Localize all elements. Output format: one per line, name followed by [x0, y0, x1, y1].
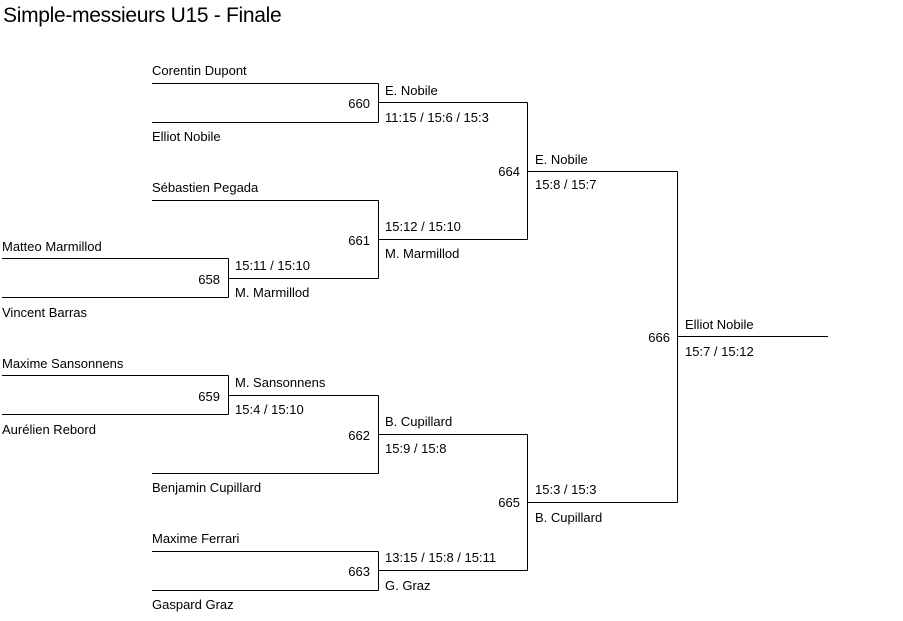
- player-name: Vincent Barras: [2, 305, 88, 320]
- final-score: 15:7 / 15:12: [685, 344, 754, 359]
- match-number: 662: [348, 428, 370, 443]
- match-winner: M. Marmillod: [235, 285, 309, 300]
- match-number: 664: [498, 164, 520, 179]
- match-winner: B. Cupillard: [535, 510, 602, 525]
- match-number: 663: [348, 564, 370, 579]
- player-name: Elliot Nobile: [152, 129, 221, 144]
- match-number: 660: [348, 96, 370, 111]
- match-winner: B. Cupillard: [385, 414, 452, 429]
- match-score: 15:12 / 15:10: [385, 219, 461, 234]
- player-name: Maxime Sansonnens: [2, 356, 124, 371]
- match-winner: M. Marmillod: [385, 246, 459, 261]
- match-number: 661: [348, 233, 370, 248]
- player-name: Sébastien Pegada: [152, 180, 259, 195]
- match-score: 15:8 / 15:7: [535, 177, 596, 192]
- match-winner: M. Sansonnens: [235, 375, 326, 390]
- match-scores: 15:11 / 15:10 15:4 / 15:10 11:15 / 15:6 …: [235, 110, 754, 565]
- match-score: 15:3 / 15:3: [535, 482, 596, 497]
- match-score: 15:9 / 15:8: [385, 441, 446, 456]
- player-name: Matteo Marmillod: [2, 239, 102, 254]
- bracket-lines: [2, 83, 828, 591]
- match-winners: M. Marmillod M. Sansonnens E. Nobile M. …: [235, 83, 754, 593]
- player-name: Gaspard Graz: [152, 597, 234, 612]
- match-number: 658: [198, 272, 220, 287]
- match-score: 11:15 / 15:6 / 15:3: [385, 110, 489, 125]
- match-score: 13:15 / 15:8 / 15:11: [385, 550, 496, 565]
- player-name: Aurélien Rebord: [2, 422, 96, 437]
- match-number: 659: [198, 389, 220, 404]
- player-names: Corentin Dupont Elliot Nobile Sébastien …: [2, 63, 261, 612]
- match-score: 15:4 / 15:10: [235, 402, 304, 417]
- player-name: Benjamin Cupillard: [152, 480, 261, 495]
- match-winner: E. Nobile: [535, 152, 588, 167]
- player-name: Maxime Ferrari: [152, 531, 240, 546]
- match-number: 665: [498, 495, 520, 510]
- match-number: 666: [648, 330, 670, 345]
- match-numbers: 658 659 660 661 662 663 664 665 666: [198, 96, 670, 579]
- champion-name: Elliot Nobile: [685, 317, 754, 332]
- match-score: 15:11 / 15:10: [235, 258, 310, 273]
- match-winner: E. Nobile: [385, 83, 438, 98]
- player-name: Corentin Dupont: [152, 63, 247, 78]
- match-winner: G. Graz: [385, 578, 431, 593]
- page-title: Simple-messieurs U15 - Finale: [3, 4, 282, 27]
